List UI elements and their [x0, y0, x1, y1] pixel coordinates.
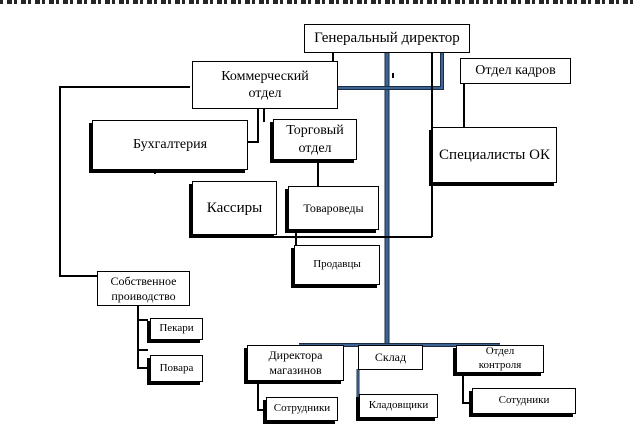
cashiers-box: Кассиры — [192, 181, 277, 235]
merchandisers-box: Товароведы — [288, 186, 379, 230]
cooks-box: Повара — [150, 355, 203, 382]
hr-department-box: Отдел кадров — [460, 58, 571, 84]
bakers-box: Пекари — [150, 318, 203, 340]
trade-department-box: Торговый отдел — [273, 119, 357, 160]
storekeepers-box: Кладовщики — [359, 394, 438, 418]
general-director-box: Генеральный директор — [304, 24, 470, 53]
gd-to-commercial-connector — [338, 52, 444, 90]
control-department-box: Отдел контроля — [456, 345, 544, 373]
employees-box: Сотрудники — [266, 397, 338, 421]
sellers-box: Продавцы — [294, 245, 380, 285]
warehouse-box: Склад — [358, 345, 423, 370]
hr-specialists-box: Специалисты ОК — [432, 127, 557, 183]
employees-control-box: Сотудники — [472, 388, 576, 414]
top-edge-strip — [0, 0, 634, 4]
accounting-box: Бухгалтерия — [92, 120, 248, 170]
store-directors-box: Директора магазинов — [247, 345, 344, 381]
own-production-box: Собственное проиводство — [97, 271, 190, 306]
commercial-department-box: Коммерческий отдел — [192, 61, 338, 109]
